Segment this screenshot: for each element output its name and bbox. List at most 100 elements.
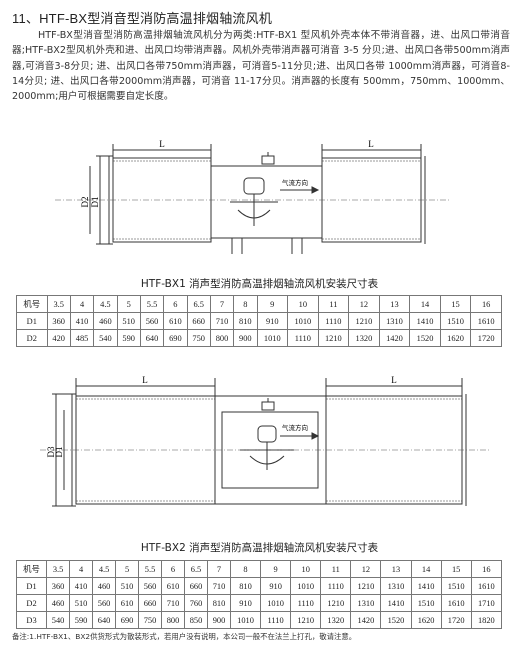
table-cell: 11 [320, 560, 352, 578]
dim-l-left: L [142, 375, 148, 385]
table-cell: 750 [186, 329, 211, 347]
table-cell: 1210 [290, 611, 322, 629]
table-cell: 15 [439, 295, 472, 313]
table-cell: 1010 [256, 329, 289, 347]
footnote: 备注:1.HTF-BX1、BX2供货形式为散装形式，若用户没有说明，本公司一般不… [12, 632, 357, 641]
description-paragraph: HTF-BX型消音型消防高温排烟轴流风机分为两类:HTF-BX1 型风机外壳本体… [12, 30, 510, 103]
table-cell: 1010 [287, 312, 319, 330]
table-cell: 1110 [290, 594, 322, 612]
table-cell: 460 [93, 312, 118, 330]
table-cell: 760 [184, 594, 208, 612]
table-cell: 1410 [380, 594, 412, 612]
table-cell: 1510 [440, 577, 472, 595]
dim-d1: D1 [90, 197, 100, 208]
table-cell: 1820 [470, 611, 503, 629]
table-cell: 1410 [410, 577, 442, 595]
table-cell: 410 [69, 577, 94, 595]
table-cell: 910 [260, 577, 292, 595]
dim-d1: D1 [54, 447, 64, 458]
table-cell: 460 [92, 577, 117, 595]
table-cell: 5.5 [139, 295, 165, 313]
table-row: D2 420 485 540 590 640 690 750 800 900 1… [16, 329, 502, 347]
table2-caption: HTF-BX2 消声型消防高温排烟轴流风机安装尺寸表 [140, 542, 379, 554]
table-cell: 1720 [440, 611, 472, 629]
table-cell: 1210 [317, 329, 350, 347]
table-cell: 15 [440, 560, 472, 578]
table-cell: 1010 [229, 611, 262, 629]
table-cell: 9 [260, 560, 292, 578]
table-cell: 420 [46, 329, 71, 347]
table-cell: 1620 [439, 329, 472, 347]
table-cell: 690 [115, 611, 140, 629]
table-cell: 710 [206, 577, 231, 595]
table-row: D1 360 410 460 510 560 610 660 710 810 9… [16, 312, 502, 330]
table-cell: 1410 [409, 312, 441, 330]
table-cell: 510 [115, 577, 140, 595]
table-cell: 510 [116, 312, 141, 330]
table-cell: 机号 [15, 560, 48, 578]
dim-d2: D2 [80, 197, 90, 208]
table-cell: 1320 [320, 611, 352, 629]
table-cell: 1010 [260, 594, 292, 612]
table-cell: 1520 [380, 611, 412, 629]
table-cell: 8 [233, 295, 258, 313]
table-cell: 9 [256, 295, 289, 313]
table-cell: 850 [184, 611, 208, 629]
table-cell: 4.5 [92, 560, 117, 578]
table-cell: 1320 [348, 329, 380, 347]
table-cell: 1420 [378, 329, 411, 347]
table-cell: 14 [409, 295, 441, 313]
table-cell: 800 [161, 611, 185, 629]
table-cell: 12 [350, 560, 382, 578]
dim-d3: D3 [46, 446, 56, 457]
table-cell: 16 [470, 560, 503, 578]
table-cell: 1210 [320, 594, 352, 612]
table-cell: 1310 [350, 594, 382, 612]
table-cell: 5 [116, 295, 141, 313]
table1-caption: HTF-BX1 消声型消防高温排烟轴流风机安装尺寸表 [140, 278, 379, 290]
table-cell: 810 [233, 312, 258, 330]
table-cell: 1110 [317, 312, 350, 330]
table-cell: 1720 [470, 329, 502, 347]
airflow-label: 气流方向 [282, 423, 308, 432]
table-cell: 4.5 [93, 295, 118, 313]
table-cell: 7 [206, 560, 231, 578]
table-cell: 710 [161, 594, 185, 612]
table-row: D3 540 590 640 690 750 800 850 900 1010 … [15, 611, 503, 629]
table-cell: 6 [161, 560, 185, 578]
airflow-label: 气流方向 [282, 178, 308, 187]
table-cell: 540 [93, 329, 118, 347]
table-cell: 900 [206, 611, 231, 629]
figure-bx2-drawing: L L D3 D1 气流方向 [40, 375, 490, 507]
dim-l-right: L [391, 375, 397, 385]
table-cell: 1310 [380, 577, 412, 595]
table-cell: 1710 [470, 594, 503, 612]
table-cell: D1 [15, 577, 48, 595]
table-cell: 1620 [410, 611, 442, 629]
table-cell: 540 [46, 611, 71, 629]
table-cell: 11 [317, 295, 350, 313]
table-cell: 660 [138, 594, 163, 612]
table-cell: 750 [138, 611, 163, 629]
table-cell: 590 [69, 611, 94, 629]
table-row: 机号 3.5 4 4.5 5 5.5 6 6.5 7 8 9 10 11 12 … [16, 295, 502, 313]
table-cell: 1210 [348, 312, 380, 330]
table-cell: 710 [209, 312, 235, 330]
table-cell: D1 [16, 312, 48, 330]
table-cell: 13 [380, 560, 412, 578]
table-cell: 6.5 [184, 560, 208, 578]
table-cell: 4 [69, 295, 95, 313]
table-cell: 6 [163, 295, 188, 313]
section-title: 11、HTF-BX型消音型消防高温排烟轴流风机 [12, 11, 273, 26]
table-cell: 1610 [470, 312, 502, 330]
table-cell: 610 [161, 577, 185, 595]
table-cell: 1520 [409, 329, 441, 347]
table-cell: 660 [186, 312, 211, 330]
table-cell: 640 [92, 611, 117, 629]
table-cell: 810 [229, 577, 262, 595]
table-cell: 610 [115, 594, 140, 612]
table-cell: 810 [206, 594, 231, 612]
table-cell: 360 [46, 577, 71, 595]
dim-l-left: L [159, 139, 165, 149]
table-cell: 460 [46, 594, 71, 612]
